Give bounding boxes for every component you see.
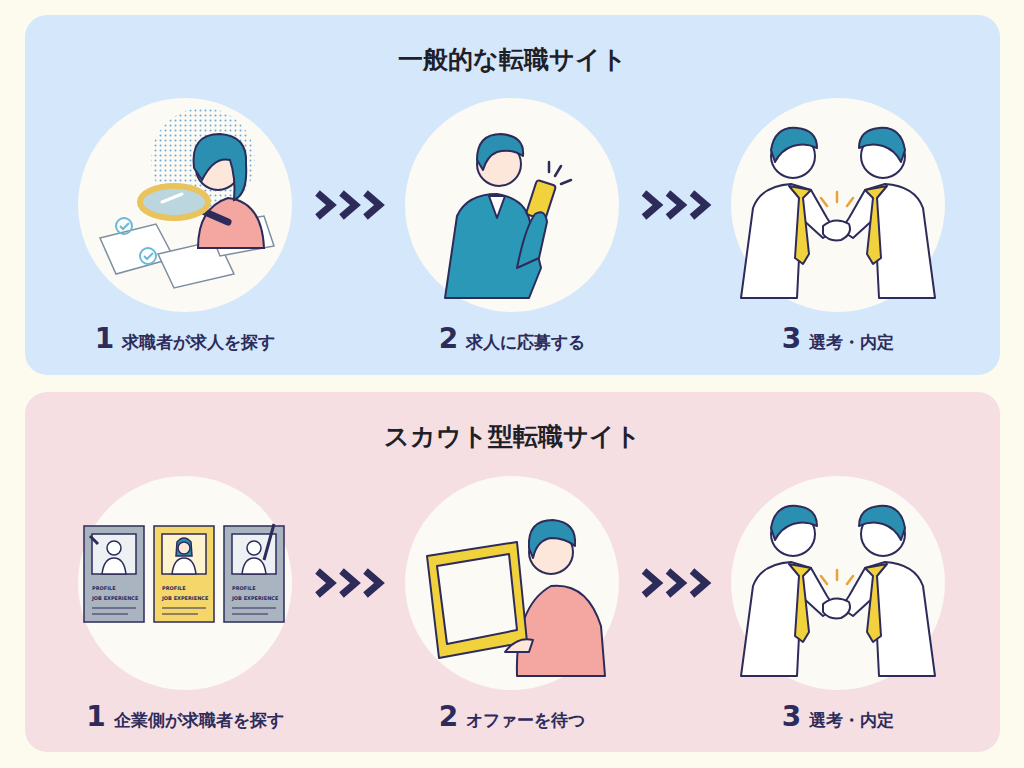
step-circle: 3選考・内定 bbox=[731, 98, 945, 312]
step-number: 2 bbox=[439, 322, 458, 355]
card-label: PROFILE bbox=[232, 586, 256, 591]
step-caption: 2 求人に応募する bbox=[439, 322, 585, 355]
step-circle: 1企業側が求職者を探すPROFILEJOB EXPERIENCEPROFILEJ… bbox=[78, 476, 292, 690]
step-circle: 2オファーを待つ bbox=[405, 476, 619, 690]
step-text: 求人に応募する bbox=[466, 331, 585, 354]
step-caption: 1 求職者が求人を探す bbox=[95, 322, 275, 355]
step-number: 3 bbox=[782, 322, 801, 355]
step-circle: 1求職者が求人を探す bbox=[78, 98, 292, 312]
step-number: 2 bbox=[439, 700, 458, 733]
card-label: JOB EXPERIENCE bbox=[232, 596, 278, 601]
step-text: オファーを待つ bbox=[466, 709, 585, 732]
card-label: JOB EXPERIENCE bbox=[92, 596, 138, 601]
laptop-illustration bbox=[405, 476, 619, 690]
search-illustration bbox=[78, 98, 292, 312]
step-caption: 3 選考・内定 bbox=[782, 322, 894, 355]
step-text: 選考・内定 bbox=[809, 709, 894, 732]
chevron-arrow bbox=[318, 571, 380, 595]
step-number: 3 bbox=[782, 700, 801, 733]
step-caption: 2 オファーを待つ bbox=[439, 700, 585, 733]
panel-title: スカウト型転職サイト bbox=[25, 392, 1000, 453]
step-circle: 3選考・内定 bbox=[731, 476, 945, 690]
step-caption: 3 選考・内定 bbox=[782, 700, 894, 733]
chevron-arrow bbox=[644, 193, 706, 217]
profile-cards-illustration bbox=[78, 476, 292, 690]
chevron-arrow bbox=[644, 571, 706, 595]
handshake-illustration bbox=[731, 476, 945, 690]
site-panel: スカウト型転職サイト 1 企業側が求職者を探す PROFILE JOB EXPERIE… bbox=[25, 392, 1000, 752]
step-text: 選考・内定 bbox=[809, 331, 894, 354]
step-number: 1 bbox=[86, 700, 105, 733]
step-text: 求職者が求人を探す bbox=[122, 331, 275, 354]
chevron-arrow bbox=[318, 193, 380, 217]
step-text: 企業側が求職者を探す bbox=[114, 709, 284, 732]
handshake-illustration bbox=[731, 98, 945, 312]
apply-illustration bbox=[405, 98, 619, 312]
card-label: JOB EXPERIENCE bbox=[162, 596, 208, 601]
site-panel: 一般的な転職サイト 1 求職者が求人を探す 2 求人に応募する 3 選考・内定 bbox=[25, 15, 1000, 375]
panel-title: 一般的な転職サイト bbox=[25, 15, 1000, 76]
step-caption: 1 企業側が求職者を探す bbox=[86, 700, 283, 733]
step-circle: 2求人に応募する bbox=[405, 98, 619, 312]
card-label: PROFILE bbox=[92, 586, 116, 591]
step-number: 1 bbox=[95, 322, 114, 355]
card-label: PROFILE bbox=[162, 586, 186, 591]
